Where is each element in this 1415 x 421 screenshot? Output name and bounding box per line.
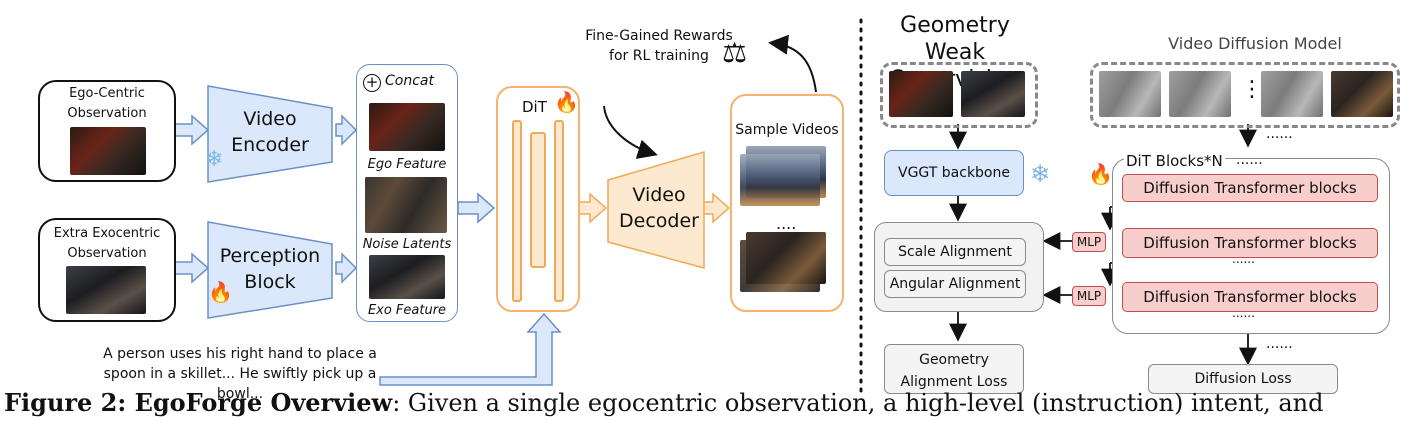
diffusion-frame-4 [1331, 71, 1393, 117]
angular-alignment-box: Angular Alignment [884, 270, 1026, 298]
dit-blocks-label: DiT Blocks*N [1124, 152, 1225, 170]
geometry-loss-box: Geometry Alignment Loss [884, 344, 1024, 394]
mlp-label-1: MLP [1076, 235, 1102, 249]
dots-between-2: ...... [1232, 306, 1255, 320]
perception-block-label: Perception Block [219, 245, 321, 293]
caption-rest: : Given a single egocentric observation,… [392, 389, 1324, 417]
dots-top: ...... [1266, 126, 1293, 142]
video-decoder-shape [607, 151, 705, 269]
ego-feature-label: Ego Feature [367, 157, 447, 172]
scale-alignment-label: Scale Alignment [898, 244, 1012, 260]
diffusion-frame-1 [1099, 71, 1161, 117]
exo-feature-image [369, 255, 445, 299]
video-decoder-label: Video Decoder [619, 184, 699, 232]
geometry-loss-label: Geometry Alignment Loss [900, 352, 1008, 390]
video-diffusion-title: Video Diffusion Model [1168, 34, 1342, 53]
concat-label: Concat [385, 73, 434, 89]
exo-feature-label: Exo Feature [367, 303, 447, 318]
dit-panel: DiT 🔥 [496, 86, 580, 312]
ego-feature-image [369, 103, 445, 151]
dit-bar-left [512, 120, 522, 302]
diffusion-block-3-label: Diffusion Transformer blocks [1143, 288, 1357, 306]
noise-latents-label: Noise Latents [362, 237, 452, 252]
vggt-backbone-label: VGGT backbone [898, 165, 1010, 181]
dit-bar-center [530, 132, 546, 268]
video-encoder-shape [207, 85, 333, 183]
dots-between-1: ...... [1232, 252, 1255, 266]
perception-block-shape [207, 221, 333, 319]
ego-observation-box: Ego-Centric Observation [38, 80, 176, 182]
diffusion-frames-box: ⋮ [1090, 62, 1400, 128]
diffusion-frame-2 [1169, 71, 1231, 117]
sample-video-frame-2 [740, 154, 820, 206]
noise-latents-image [365, 177, 447, 233]
ego-observation-label: Ego-Centric Observation [67, 86, 147, 121]
angular-alignment-label: Angular Alignment [889, 276, 1021, 292]
concat-panel: + Concat Ego Feature Noise Latents Exo F… [356, 64, 458, 322]
alignment-group [874, 222, 1044, 312]
fire-icon: 🔥 [208, 280, 233, 304]
mlp-box-2: MLP [1072, 286, 1106, 306]
exo-observation-label: Extra Exocentric Observation [53, 226, 161, 261]
diffusion-frame-3 [1261, 71, 1323, 117]
caption-bold: Figure 2: EgoForge Overview [4, 388, 393, 417]
reward-label: Fine-Gained Rewards for RL training [585, 28, 733, 64]
dit-label: DiT [522, 98, 547, 116]
snowflake-icon: ❄ [1030, 160, 1051, 188]
frame-dots: ⋮ [1241, 77, 1263, 102]
geometry-frame-1 [889, 71, 953, 117]
dit-blocks-dots: ...... [1236, 152, 1263, 168]
geometry-frames-box [880, 62, 1038, 128]
diffusion-block-3: Diffusion Transformer blocks [1122, 282, 1378, 312]
exo-observation-image [66, 266, 146, 314]
fire-icon: 🔥 [554, 90, 579, 114]
prompt-text: A person uses his right hand to place a … [103, 346, 377, 402]
mlp-label-2: MLP [1076, 289, 1102, 303]
sample-videos-panel: Sample Videos .... [730, 94, 844, 312]
dots-bottom: ...... [1266, 336, 1293, 352]
ego-observation-image [70, 127, 146, 175]
figure-caption: Figure 2: EgoForge Overview: Given a sin… [4, 388, 1323, 417]
dit-bar-right [554, 120, 564, 302]
diffusion-block-1: Diffusion Transformer blocks [1122, 174, 1378, 202]
geometry-frame-2 [961, 71, 1025, 117]
diffusion-loss-box: Diffusion Loss [1148, 364, 1338, 394]
video-encoder-label: Video Encoder [231, 108, 309, 156]
mlp-box-1: MLP [1072, 232, 1106, 252]
plus-circle-icon: + [363, 74, 381, 92]
exo-observation-box: Extra Exocentric Observation [38, 218, 176, 322]
diffusion-block-2: Diffusion Transformer blocks [1122, 228, 1378, 258]
snowflake-icon: ❄ [205, 147, 224, 172]
vggt-backbone-box: VGGT backbone [884, 150, 1024, 196]
diffusion-block-1-label: Diffusion Transformer blocks [1143, 179, 1357, 197]
diffusion-block-2-label: Diffusion Transformer blocks [1143, 234, 1357, 252]
sample-video-frame-4 [740, 240, 820, 292]
scale-icon: ⚖ [722, 36, 748, 69]
scale-alignment-box: Scale Alignment [884, 238, 1026, 266]
sample-videos-label: Sample Videos [735, 122, 839, 138]
fire-icon: 🔥 [1088, 162, 1113, 186]
sample-dots: .... [776, 214, 797, 233]
diffusion-loss-label: Diffusion Loss [1194, 371, 1292, 387]
